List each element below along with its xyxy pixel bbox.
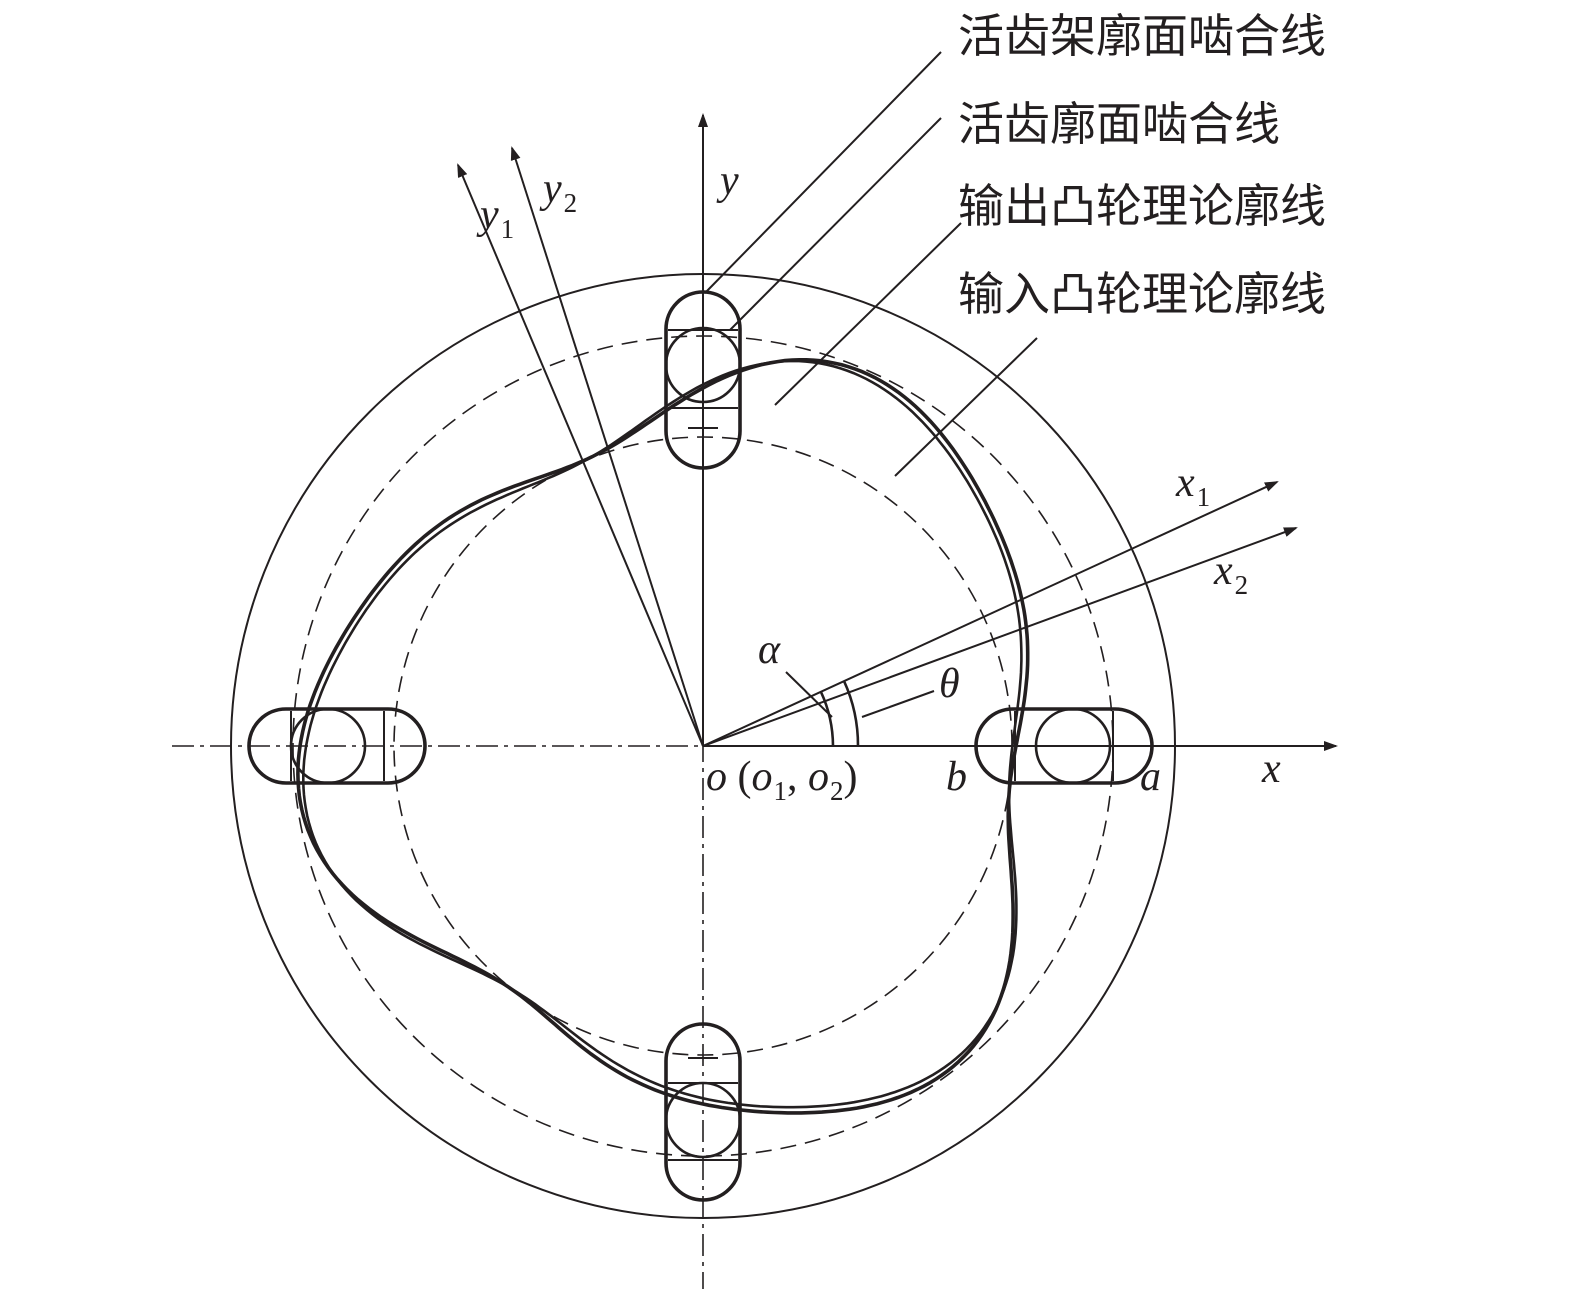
label-x1: x1	[1175, 460, 1210, 512]
x1-axis	[702, 481, 1279, 747]
y1-axis	[457, 163, 704, 747]
label-a: a	[1140, 754, 1161, 800]
output-cam-profile	[296, 358, 1030, 1115]
label-y2: y2	[539, 166, 577, 218]
leader-input-cam	[894, 337, 1038, 477]
leader-tooth-mesh-line	[729, 117, 942, 331]
label-x2: x2	[1213, 548, 1248, 600]
alpha-leader	[785, 671, 833, 718]
theta-arc	[842, 680, 860, 747]
input-cam-profile	[302, 359, 1023, 1109]
leader-carrier-mesh-line	[704, 51, 942, 294]
label-carrier-mesh-line: 活齿架廓面啮合线	[958, 9, 1326, 63]
label-b: b	[946, 754, 967, 800]
label-y: y	[716, 158, 739, 204]
tooth-slot-bottom	[664, 1022, 742, 1202]
leader-output-cam	[774, 222, 962, 406]
label-origin: o (o1, o2)	[706, 754, 858, 806]
label-tooth-mesh-line: 活齿廓面啮合线	[958, 97, 1280, 151]
y2-axis	[510, 146, 704, 747]
label-output-cam: 输出凸轮理论廓线	[958, 179, 1326, 233]
label-input-cam: 输入凸轮理论廓线	[958, 267, 1326, 321]
label-y1: y1	[476, 192, 514, 244]
theta-leader	[861, 690, 935, 718]
tooth-slot-left	[247, 707, 427, 785]
alpha-arc	[819, 691, 835, 747]
label-x: x	[1261, 746, 1281, 792]
label-theta: θ	[939, 661, 960, 707]
x2-axis	[702, 527, 1298, 747]
label-alpha: α	[758, 627, 781, 673]
